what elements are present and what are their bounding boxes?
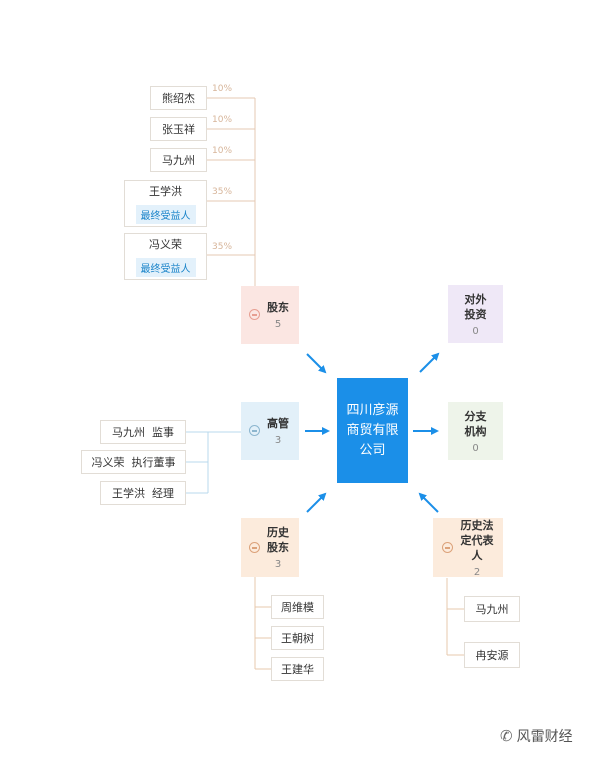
executive-name: 王学洪 [112,487,145,500]
category-count: 3 [274,559,282,570]
arrow-shareholders [306,353,327,374]
history-shareholder-node-1[interactable]: 王朝树 [271,626,324,650]
category-label: 历史法定代表人 [460,518,494,562]
shareholders-category[interactable]: 股东 5 [241,286,299,344]
executive-name: 冯义荣 [91,456,125,469]
wechat-icon: ✆ [500,727,513,745]
company-name: 四川彦源商贸有限公司 [346,402,399,458]
shareholder-name: 熊绍杰 [162,92,195,105]
history-shareholder-node-2[interactable]: 王建华 [271,657,324,681]
shareholder-node-2[interactable]: 马九州 [150,148,207,172]
history-shareholder-name: 王建华 [281,663,314,676]
category-label: 历史股东 [267,526,289,554]
collapse-icon[interactable] [442,542,453,553]
shareholder-percentage: 10% [212,146,233,156]
collapse-icon[interactable] [249,309,260,320]
executive-node-2[interactable]: 王学洪 经理 [100,481,186,505]
beneficiary-badge: 最终受益人 [135,205,196,224]
category-count: 0 [472,442,479,454]
category-label: 高管 [267,417,289,430]
history-legal-rep-category[interactable]: 历史法定代表人 2 [433,518,503,578]
history-shareholder-node-0[interactable]: 周维模 [271,595,324,619]
history-legal-rep-name: 冉安源 [475,649,509,662]
company-node[interactable]: 四川彦源商贸有限公司 [337,378,408,483]
shareholder-name: 张玉祥 [162,123,195,136]
history-legal-rep-node-1[interactable]: 冉安源 [464,642,520,668]
category-count: 2 [473,566,481,578]
shareholder-node-4[interactable]: 冯义荣 最终受益人 [124,233,207,280]
executive-node-1[interactable]: 冯义荣 执行董事 [81,450,186,474]
shareholder-name: 马九州 [162,154,195,167]
history-shareholder-name: 王朝树 [281,632,314,645]
history-shareholders-category[interactable]: 历史股东 3 [241,518,299,577]
category-count: 0 [472,325,479,337]
category-label: 股东 [267,301,289,314]
executive-role: 监事 [152,426,174,439]
arrow-investments [419,352,440,373]
category-count: 5 [274,319,282,330]
executive-node-0[interactable]: 马九州 监事 [100,420,186,444]
history-legal-rep-name: 马九州 [475,603,509,616]
shareholder-percentage: 35% [212,187,233,197]
watermark: ✆ 风雷财经 [500,726,573,746]
history-legal-rep-node-0[interactable]: 马九州 [464,596,520,622]
executive-role: 经理 [152,487,174,500]
beneficiary-badge: 最终受益人 [135,258,196,277]
collapse-icon[interactable] [249,425,260,436]
shareholder-percentage: 10% [212,115,233,125]
executive-role: 执行董事 [131,456,176,469]
shareholder-node-1[interactable]: 张玉祥 [150,117,207,141]
collapse-icon[interactable] [249,542,260,553]
arrow-history-shareholders [306,492,327,513]
investments-category[interactable]: 对外投资 0 [448,285,503,343]
shareholder-percentage: 35% [212,242,233,252]
branches-category[interactable]: 分支机构 0 [448,402,503,460]
history-shareholder-name: 周维模 [281,601,314,614]
shareholder-name: 冯义荣 [149,238,182,251]
shareholder-node-3[interactable]: 王学洪 最终受益人 [124,180,207,227]
watermark-text: 风雷财经 [516,729,573,745]
executive-name: 马九州 [112,426,145,439]
arrow-history-legal-rep [418,492,439,513]
category-label: 对外投资 [464,292,487,321]
shareholder-node-0[interactable]: 熊绍杰 [150,86,207,110]
shareholder-name: 王学洪 [149,185,182,198]
executives-category[interactable]: 高管 3 [241,402,299,460]
shareholder-percentage: 10% [212,84,233,94]
category-label: 分支机构 [464,409,487,438]
category-count: 3 [274,435,282,446]
